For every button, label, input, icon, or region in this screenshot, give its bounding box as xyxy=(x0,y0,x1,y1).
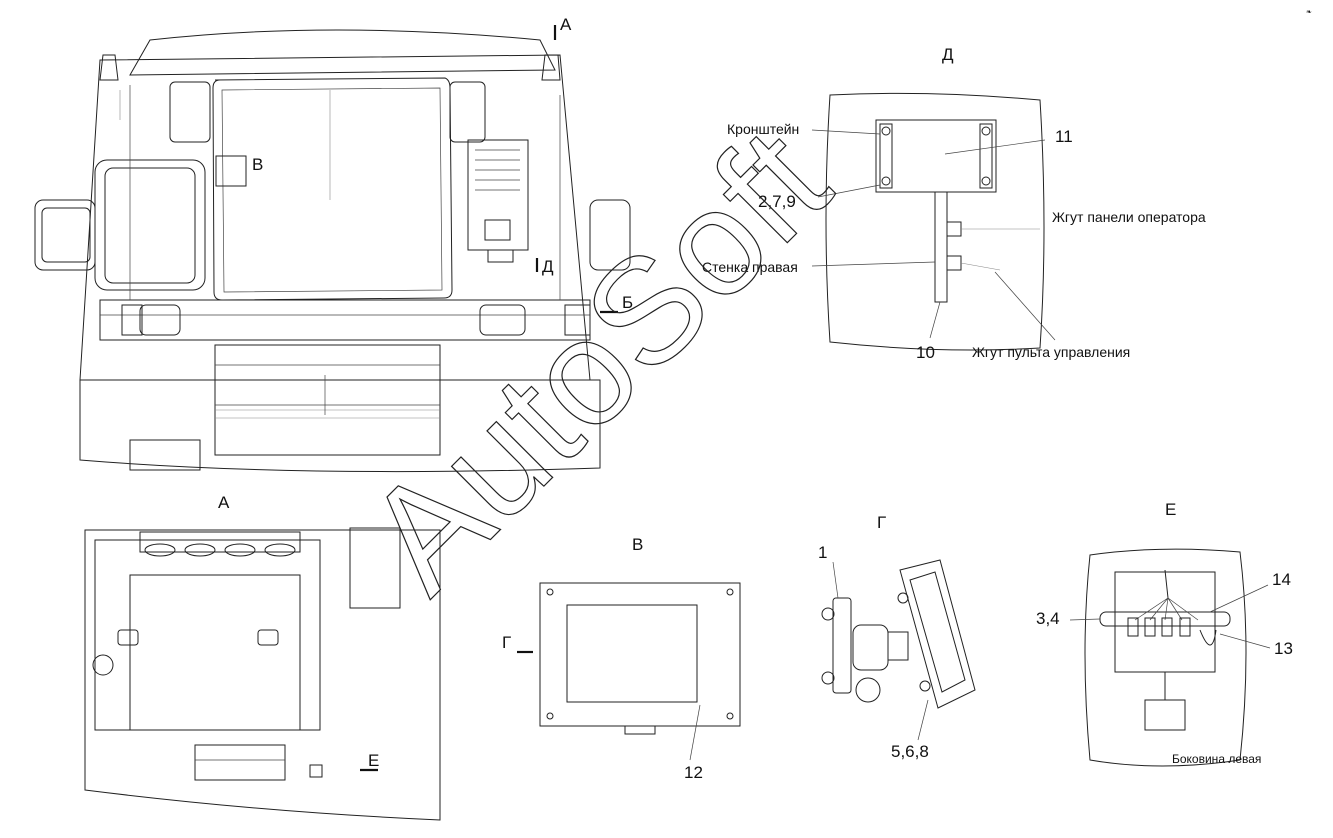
callout-v: В xyxy=(252,155,263,174)
parts-5-6-8: 5,6,8 xyxy=(891,742,929,761)
parts-3-4: 3,4 xyxy=(1036,609,1060,628)
callout-b: Б xyxy=(622,293,633,312)
view-d: Д Кронштейн 11 2,7,9 Жгут панели операто… xyxy=(702,45,1206,362)
view-e: Е 3,4 14 13 Боковина левая xyxy=(1036,500,1293,767)
display-unit xyxy=(539,582,741,727)
label-bokovina: Боковина левая xyxy=(1172,752,1261,766)
main-view: А В Д Б xyxy=(34,15,633,473)
view-g-title: Г xyxy=(877,513,886,532)
label-zhgut-paneli: Жгут панели оператора xyxy=(1052,209,1206,225)
label-zhgut-pulta: Жгут пульта управления xyxy=(972,344,1130,360)
part-14: 14 xyxy=(1272,570,1291,589)
part-10: 10 xyxy=(916,343,935,362)
view-e-title: Е xyxy=(1165,500,1176,519)
callout-a: А xyxy=(560,15,572,34)
part-11: 11 xyxy=(1055,127,1073,146)
label-kronshtein: Кронштейн xyxy=(727,121,799,137)
part-1: 1 xyxy=(818,543,827,562)
view-d-title: Д xyxy=(942,45,954,64)
corner-mark: ❧ xyxy=(1306,9,1312,16)
view-v-title: В xyxy=(632,535,643,554)
view-a: А Е xyxy=(84,493,441,821)
callout-d: Д xyxy=(542,257,554,276)
view-g: Г 1 5,6,8 xyxy=(818,513,976,761)
view-a-title: А xyxy=(218,493,230,512)
callout-g: Г xyxy=(502,633,511,652)
label-stenka: Стенка правая xyxy=(702,259,798,275)
parts-2-7-9: 2,7,9 xyxy=(758,192,796,211)
part-12: 12 xyxy=(684,763,703,782)
display-screen xyxy=(566,604,698,703)
view-v: В Г 12 xyxy=(502,535,741,782)
display-side xyxy=(899,559,976,709)
callout-e: Е xyxy=(368,751,379,770)
watermark: AutoSoft xyxy=(334,97,860,623)
part-13: 13 xyxy=(1274,639,1293,658)
